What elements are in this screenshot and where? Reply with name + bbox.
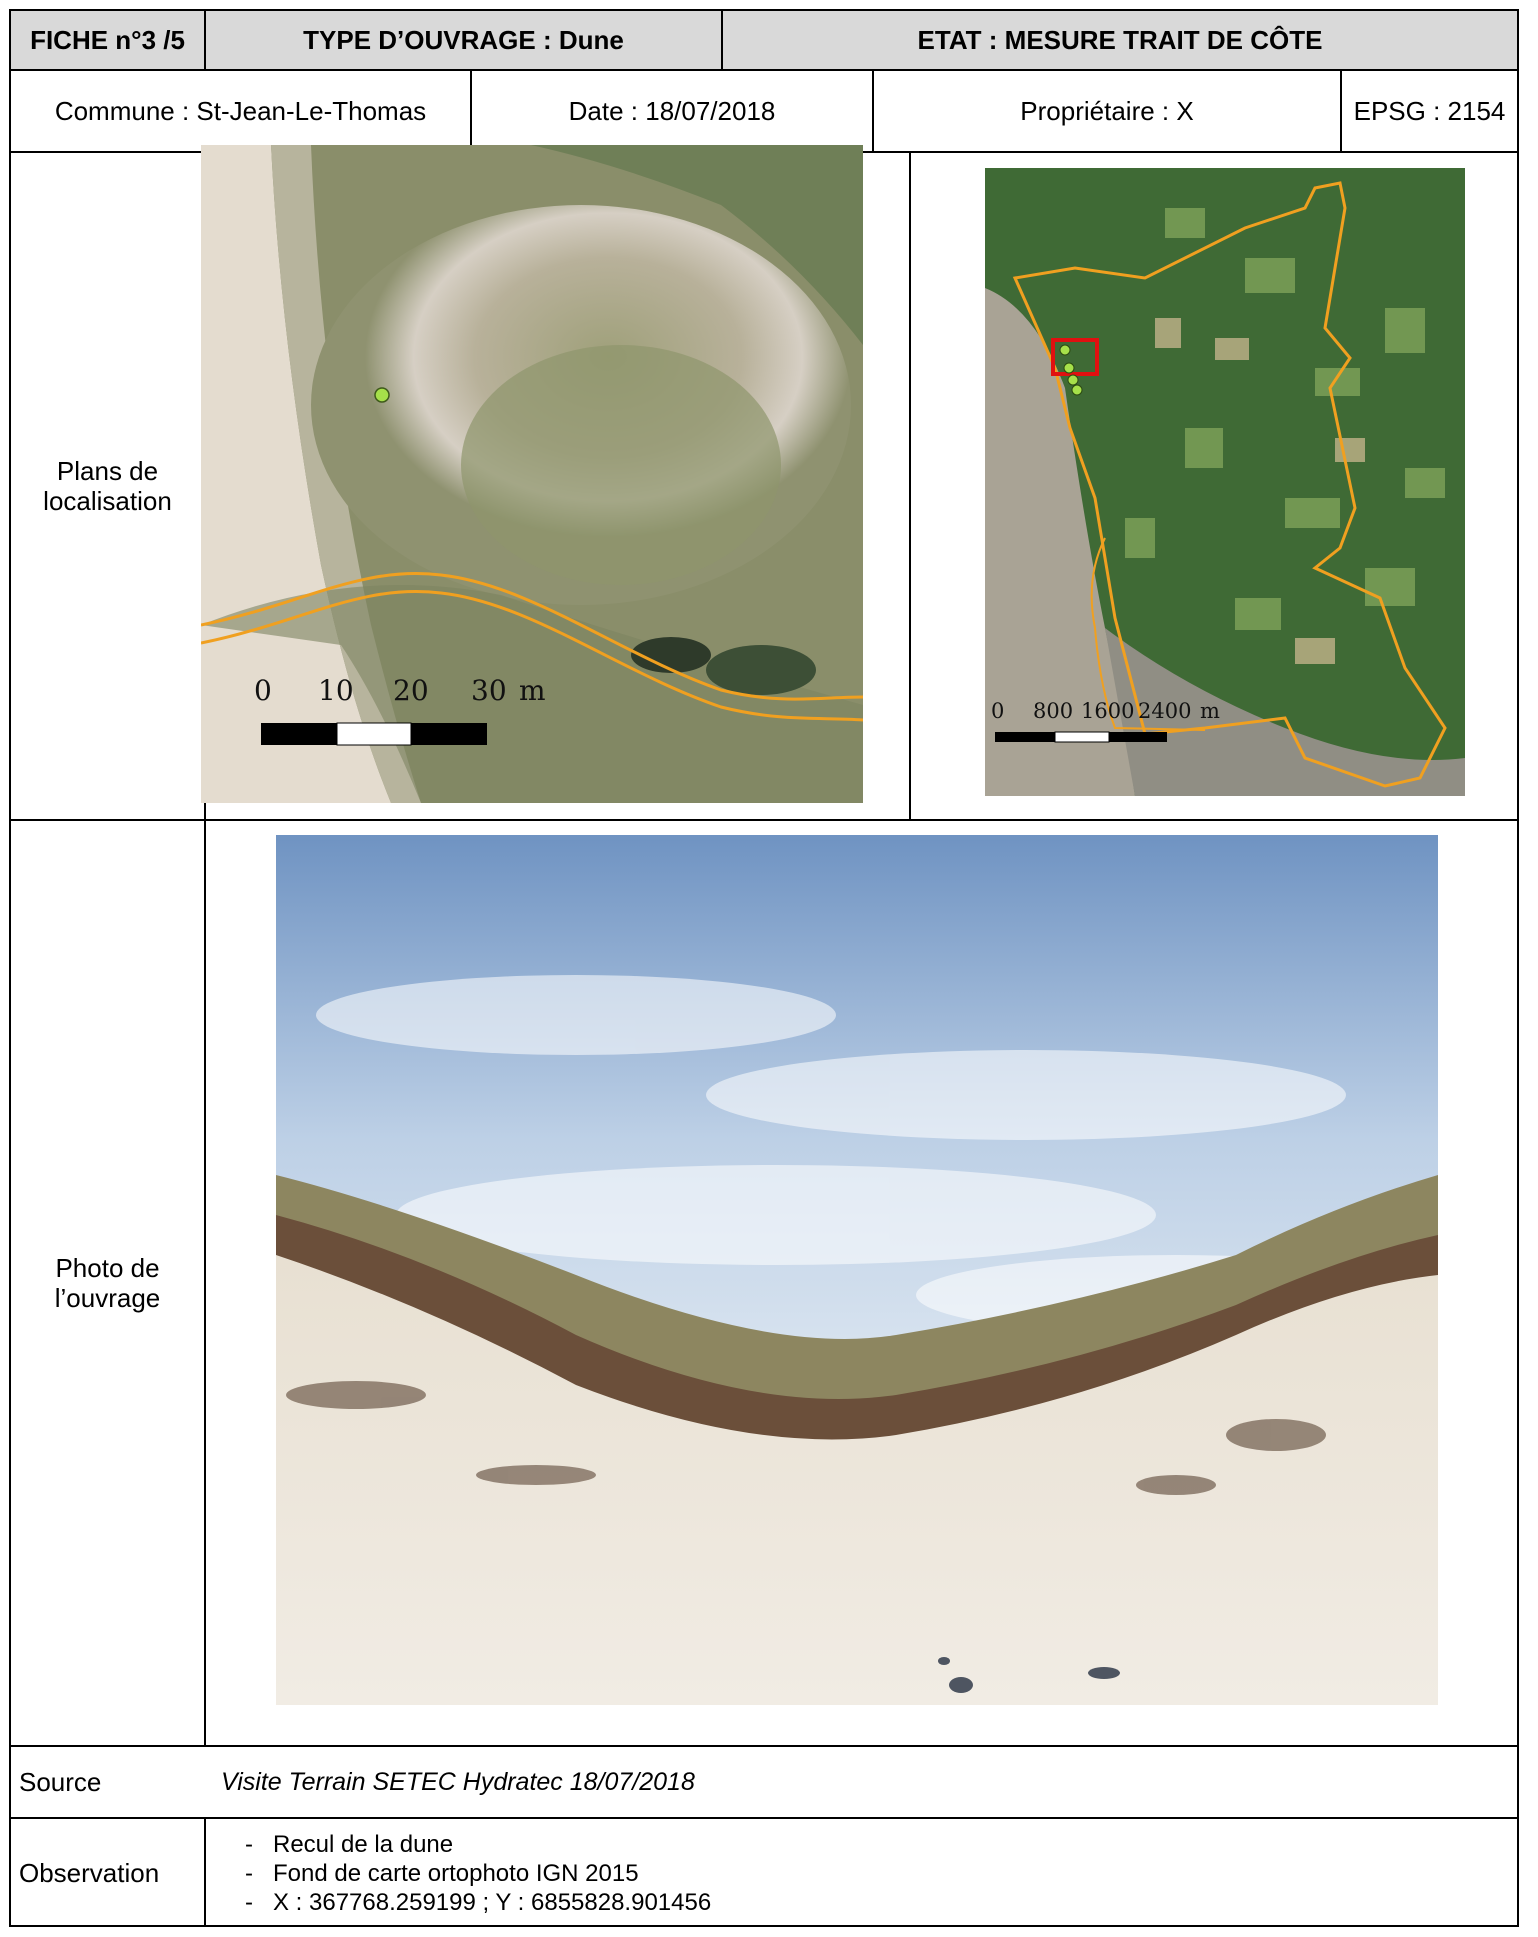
row-divider xyxy=(11,69,1517,71)
scale-label: 0 xyxy=(991,699,1004,723)
source-text: Visite Terrain SETEC Hydratec 18/07/2018 xyxy=(221,1767,695,1796)
dune-photo-image xyxy=(276,835,1438,1705)
overview-map: 0 800 1600 2400 m xyxy=(985,168,1465,796)
plans-label: Plans de localisation xyxy=(43,456,172,516)
list-item: Fond de carte ortophoto IGN 2015 xyxy=(213,1859,711,1888)
col-divider xyxy=(1340,69,1342,151)
ouvrage-type: TYPE D’OUVRAGE : Dune xyxy=(206,11,721,69)
row-divider xyxy=(11,1745,1517,1747)
observation-label: Observation xyxy=(19,1857,160,1888)
scale-label: 2400 xyxy=(1138,699,1191,723)
scale-label: 800 xyxy=(1033,699,1073,723)
scale-label: 1600 xyxy=(1081,699,1134,723)
scale-label: 30 xyxy=(471,674,507,707)
list-item: X : 367768.259199 ; Y : 6855828.901456 xyxy=(213,1888,711,1917)
row-divider xyxy=(11,1817,1517,1819)
scale-label: 0 xyxy=(254,674,272,707)
fiche-number: FICHE n°3 /5 xyxy=(11,11,204,69)
col-divider xyxy=(470,69,472,151)
scale-label: 10 xyxy=(318,674,354,707)
col-divider xyxy=(721,11,723,69)
etat: ETAT : MESURE TRAIT DE CÔTE xyxy=(723,11,1517,69)
commune: Commune : St-Jean-Le-Thomas xyxy=(54,95,427,126)
local-aerial-map: 0 10 20 30 m xyxy=(201,145,863,803)
fiche-sheet: FICHE n°3 /5 TYPE D’OUVRAGE : Dune ETAT … xyxy=(9,9,1519,1927)
scale-bar xyxy=(995,732,1055,742)
observation-list-cell: Recul de la dune Fond de carte ortophoto… xyxy=(213,1819,1513,1927)
scale-bar xyxy=(261,723,337,745)
aerial-map-image: 0 10 20 30 m xyxy=(201,145,863,803)
list-item: Recul de la dune xyxy=(213,1830,711,1859)
observation-list: Recul de la dune Fond de carte ortophoto… xyxy=(213,1830,711,1917)
date: Date : 18/07/2018 xyxy=(568,95,776,126)
scale-label: m xyxy=(519,674,546,707)
scale-label: m xyxy=(1200,699,1220,723)
col-divider xyxy=(204,11,206,69)
source-label: Source xyxy=(19,1766,102,1797)
col-divider xyxy=(204,1817,206,1927)
epsg: EPSG : 2154 xyxy=(1353,95,1506,126)
photo-label: Photo de l’ouvrage xyxy=(54,1253,161,1313)
scale-label: 20 xyxy=(393,674,429,707)
col-divider xyxy=(909,151,911,819)
dune-photo xyxy=(276,835,1438,1705)
col-divider xyxy=(872,69,874,151)
col-divider xyxy=(204,151,206,1745)
proprietaire: Propriétaire : X xyxy=(1020,95,1194,126)
row-divider xyxy=(11,819,1517,821)
overview-map-image: 0 800 1600 2400 m xyxy=(985,168,1465,796)
